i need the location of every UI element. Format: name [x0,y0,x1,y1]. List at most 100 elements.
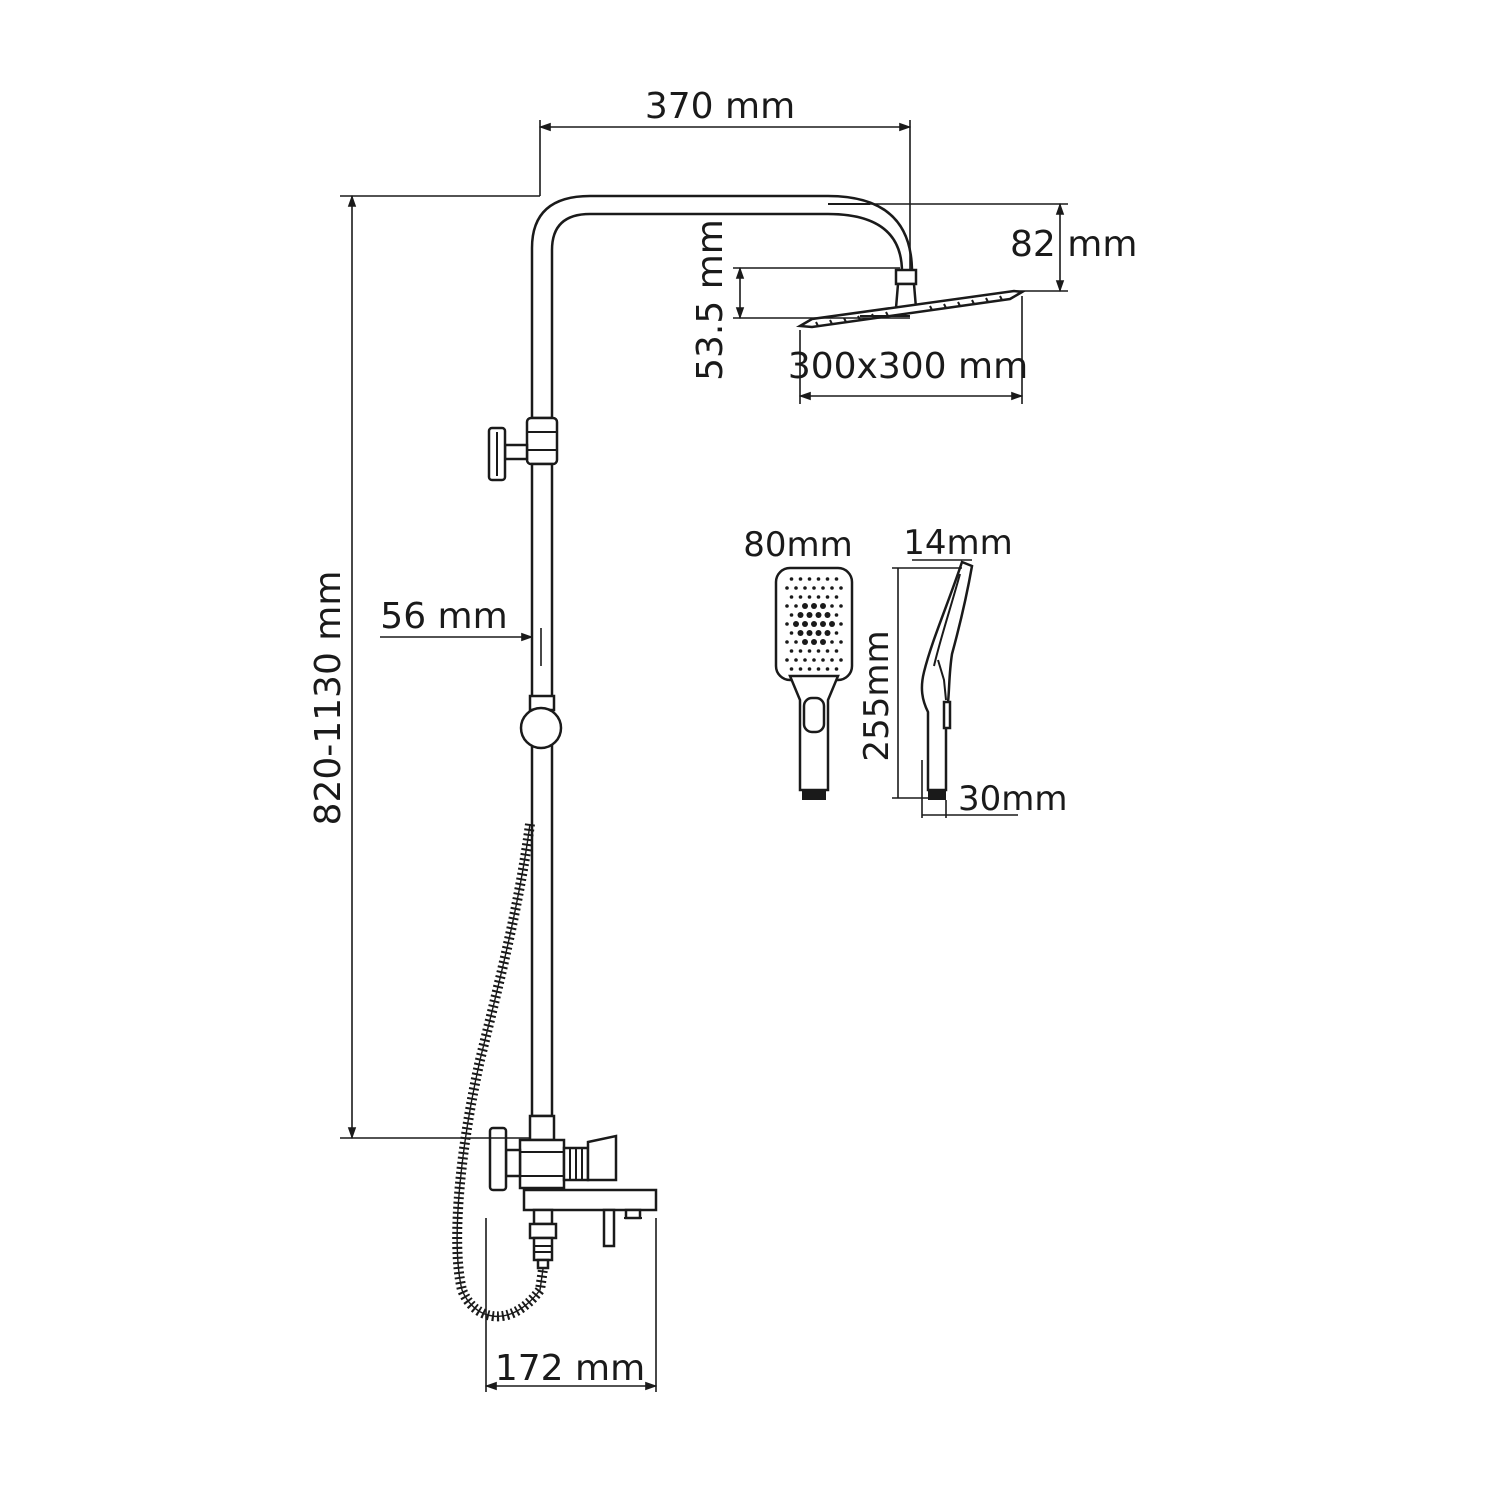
mixer-valve-body [518,1138,566,1190]
nozzle-dot [834,577,839,581]
nozzle-dot [793,621,799,627]
nozzle-dot [803,586,807,590]
lower-joint [528,1114,556,1142]
shower-column [487,194,914,1142]
riser-pipe [530,462,554,1118]
nozzle-dot [816,595,821,599]
nozzle-dot [811,603,817,609]
nozzle-dot [821,658,825,662]
nozzle-dot [807,595,812,599]
nozzle-dot [825,577,830,581]
nozzle-dot [798,667,803,671]
nozzle-dot [802,621,808,627]
dim-hand-width: 80mm [743,525,853,565]
nozzle-dot [803,658,807,662]
dim-hand-thickness: 14mm [903,523,1013,563]
nozzle-dot [806,630,813,636]
nozzle-dot [839,586,843,590]
nozzle-dot [839,640,843,644]
nozzle-dot [834,595,839,599]
nozzle-dot [789,649,794,653]
dim-head-size: 300x300 mm [788,346,1028,387]
nozzle-dot [815,630,822,636]
mixer-lever-handle [586,1134,618,1182]
nozzle-dot [806,612,813,618]
dimension-lines [340,120,1068,1392]
nozzle-dot [797,630,804,636]
nozzle-dot [794,586,798,590]
nozzle-dot [834,649,839,653]
hand-shower-side-profile [920,560,974,792]
nozzle-dot [824,612,831,618]
dim-hand-base: 30mm [958,779,1068,819]
nozzle-dot [798,649,803,653]
flexible-hose [452,823,549,1322]
nozzle-dot [839,658,843,662]
nozzle-dot [816,667,821,671]
hand-shower-nozzles [785,577,843,671]
nozzle-dot [794,640,798,644]
head-connector [894,268,918,286]
nozzle-dot [802,603,808,609]
nozzle-dot [794,604,798,608]
nozzle-dot [834,667,839,671]
nozzle-dot [839,622,843,626]
nozzle-dot [820,639,826,645]
spout-outlet [624,1208,642,1220]
nozzle-dot [807,577,812,581]
nozzle-dot [825,667,830,671]
top-collar [525,416,559,466]
nozzle-dot [825,595,830,599]
nozzle-dot [789,595,794,599]
nozzle-dot [825,649,830,653]
nozzle-dot [811,639,817,645]
hand-shower-front-view [774,566,854,800]
nozzle-dot [794,658,798,662]
nozzle-dot [820,603,826,609]
nozzle-dot [789,613,794,617]
nozzle-dot [830,604,834,608]
dim-column-height: 820-1130 mm [308,571,349,826]
nozzle-dot [821,586,825,590]
nozzle-dot [807,649,812,653]
dim-spout-length: 172 mm [495,1348,645,1389]
mixer-diverter-knob [488,1126,508,1192]
nozzle-dot [789,667,794,671]
nozzle-dot [785,622,789,626]
nozzle-dot [830,640,834,644]
nozzle-dot [785,658,789,662]
nozzle-dot [797,612,804,618]
nozzle-dot [789,577,794,581]
slide-holder [519,706,563,750]
nozzle-dot [816,577,821,581]
handle-thread [802,790,826,800]
nozzle-dot [812,586,816,590]
nozzle-dot [785,586,789,590]
dim-wall-offset: 56 mm [380,596,507,637]
bath-mixer [488,1126,658,1270]
nozzle-dot [830,658,834,662]
nozzle-dot [785,640,789,644]
nozzle-dot [798,577,803,581]
side-handle-thread [928,790,946,800]
nozzle-dot [839,604,843,608]
hand-shower-side-view [920,560,974,800]
nozzle-dot [785,604,789,608]
nozzle-dot [816,649,821,653]
nozzle-dot [820,621,826,627]
nozzle-dot [834,631,839,635]
top-knob-stem [503,443,529,461]
nozzle-dot [830,586,834,590]
nozzle-dot [789,631,794,635]
nozzle-dot [815,612,822,618]
side-handle-slot [942,700,952,730]
bath-spout [522,1188,658,1212]
nozzle-dot [812,658,816,662]
nozzle-dot [807,667,812,671]
nozzle-dot [798,595,803,599]
dim-head-height: 53.5 mm [690,219,731,381]
nozzle-dot [811,621,817,627]
dim-arm-drop: 82 mm [1010,224,1137,265]
nozzle-dot [834,613,839,617]
